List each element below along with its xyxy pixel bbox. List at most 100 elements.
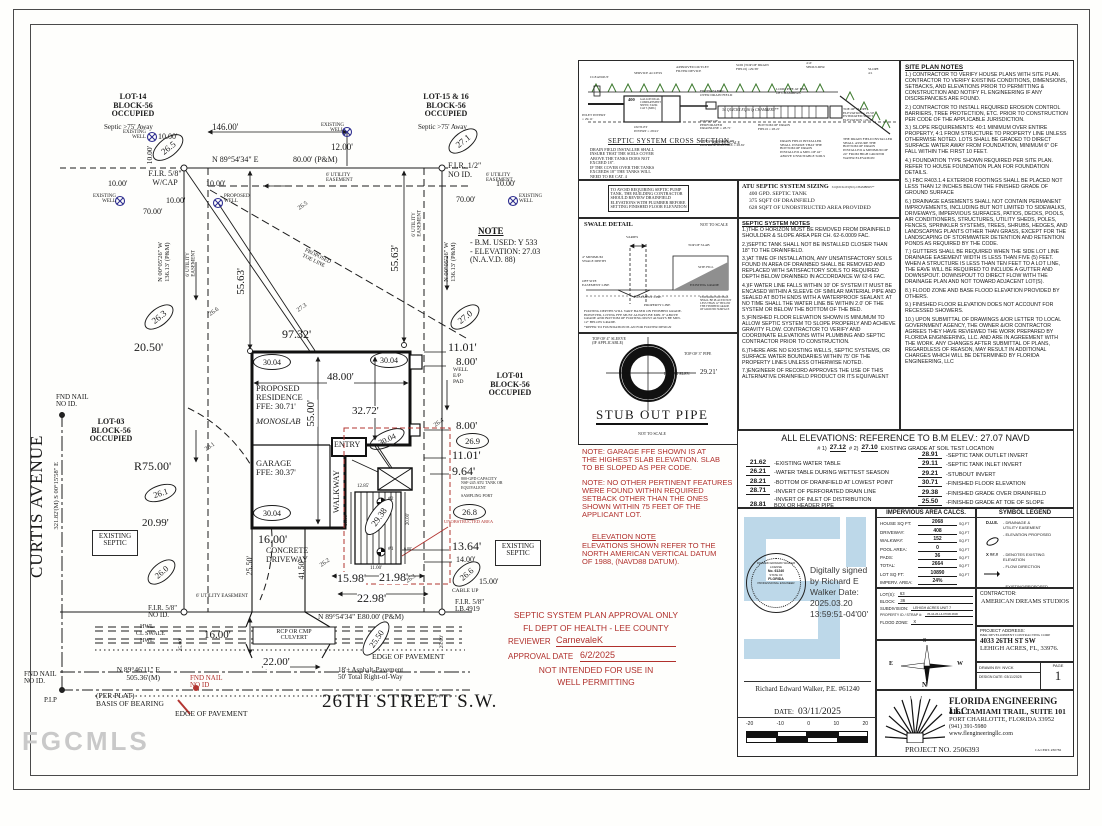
- calc-unit: SQ.FT: [959, 522, 970, 527]
- calc-value: 10890: [918, 570, 957, 577]
- cs-filter: APPROVED OUTLET FILTER DEVICE: [676, 65, 709, 73]
- easement-left-rot: 6' UTILITY EASEMENT: [186, 250, 197, 277]
- site-plan-linework: [59, 126, 519, 715]
- elev-desc: -WATER TABLE DURING WETTEST SEASON: [774, 470, 889, 476]
- stub-nts: NOT TO SCALE: [638, 431, 667, 436]
- elev-desc: -BOTTOM OF DRAINFIELD AT LOWEST POINT: [774, 479, 894, 486]
- unobstructed-area-outline: [343, 427, 451, 585]
- stub-out-drawing: [606, 337, 696, 411]
- scale-tick: 0: [807, 721, 811, 727]
- digital-signature-text: Digitally signed by Richard E Walker Dat…: [810, 565, 869, 620]
- firm-addr2: PORT CHARLOTTE, FLORIDA 33952: [949, 716, 1055, 723]
- cable-up: CABLE UP: [452, 588, 479, 594]
- bearing-west-left: N 00°05'26" W 136.13' (P&M): [157, 242, 171, 282]
- cs-look-pipe: LOOK PIPE AT END OF CHAMBERS: [776, 87, 807, 95]
- lot1516-label: LOT-15 & 16 BLOCK-56 OCCUPIED: [423, 92, 469, 119]
- elev-value: 25.50: [918, 498, 942, 506]
- dim-1600-dw: 16.00': [258, 532, 288, 546]
- dim-5563-right: 55.63': [389, 245, 401, 272]
- elevations-title: ALL ELEVATIONS: REFERENCE TO B.M ELEV.: …: [781, 433, 1030, 443]
- stub-sleeve-label: TOP OF 4" SLEEVE (IF APPLICABLE): [592, 336, 626, 346]
- culvert-label: RCP OR CMP CULVERT: [276, 629, 312, 642]
- swale-easement-line: EASEMENT LINE: [634, 295, 662, 299]
- dim-70-r: 70.00': [456, 195, 476, 204]
- site-plan-note: 8.) FLOOD ZONE AND BASE FLOOD ELEVATION …: [905, 287, 1060, 300]
- elev-oval: 30.04: [370, 352, 408, 368]
- approval-line1: SEPTIC SYSTEM PLAN APPROVAL ONLY: [513, 610, 679, 620]
- septic-note: 4.)IF WATER LINE FALLS WITHIN 10' OF SYS…: [742, 282, 896, 313]
- septic-note: 1.)THE O HORIZON MUST BE REMOVED FROM DR…: [742, 227, 891, 239]
- elev-value: 28.21: [746, 478, 770, 486]
- swale-property-line: PROPERTY LINE: [644, 303, 671, 307]
- calc-unit: SQ.FT: [959, 555, 970, 560]
- legend-flow: - FLOW DIRECTION: [1003, 564, 1041, 569]
- dim-2200: 22.00': [263, 656, 290, 669]
- soil1-label: # 1): [817, 446, 827, 452]
- existing-elev-symbol: X ##.#: [985, 552, 999, 557]
- signature-panel: RICHARD EDWARD WALKER LICENSE No. 61240 …: [737, 508, 877, 757]
- dim-2550-rot: 25.50': [245, 556, 254, 576]
- swale-note: FOOTING DEPTHS WILL VARY BASED ON FINISH…: [584, 309, 682, 325]
- fir-lb: F.I.R. 5/8" LB.4919: [455, 598, 485, 614]
- bm-note-title: NOTE: [478, 226, 504, 236]
- dim-2298: 22.98': [357, 591, 387, 605]
- project-address-label: PROJECT ADDRESS:: [980, 628, 1025, 633]
- compass-n: N: [922, 681, 928, 689]
- dim-70-l: 70.00': [143, 207, 163, 216]
- atu-tank-label: 800-GPD CAPACITY NSF-245 ATU TANK OR EQU…: [461, 476, 503, 490]
- flood-zone-label: FLOOD ZONE:: [880, 619, 909, 625]
- atu-row: 375 SQFT OF DRAINFIELD: [749, 198, 815, 204]
- firm-name: FLORIDA ENGINEERING LLC: [949, 696, 1058, 716]
- elev-desc: -SEPTIC TANK INLET INVERT: [946, 462, 1022, 468]
- bearing-west-right: N 00°05'26" W 136.13' (P&M): [443, 242, 457, 282]
- site-plan-note: 1.) CONTRACTOR TO VERIFY HOUSE PLANS WIT…: [905, 72, 1067, 102]
- elevation-note-body: ELEVATIONS SHOWN REFER TO THE NORTH AMER…: [582, 541, 717, 567]
- fnd-nail-2: FND NAIL NO ID.: [24, 670, 57, 686]
- easement-top-1: 6' UTILITY EASEMENT: [326, 173, 353, 184]
- scale-tick: 20: [862, 721, 868, 727]
- cs-dbox: INVERT OF INLET OF DISTRIBUTION BOX = 28…: [700, 139, 745, 147]
- well-ep-pad-label: WELL E/P PAD: [453, 367, 469, 385]
- legend-due: - DRAINAGE & UTILITY EASEMENT: [1003, 520, 1041, 530]
- cs-fabric: FILTER FABRIC OVER DRAIN FIELD: [700, 89, 733, 97]
- septic-note: 2.)SEPTIC TANK SHALL NOT BE INSTALLED CL…: [742, 241, 888, 254]
- dim-964: 9.64': [452, 464, 476, 478]
- existing-well-l1: EXISTING WELL: [122, 130, 146, 141]
- approval-line4: WELL PERMITTING: [557, 677, 635, 687]
- calc-value: 36: [918, 553, 957, 560]
- easement-right-rot: 6' UTILITY EASEMENT: [412, 210, 423, 237]
- block-value: 36: [898, 598, 973, 605]
- scale-bar: [746, 731, 868, 743]
- soil2-label: # 2): [849, 446, 859, 452]
- lot-value: 63: [897, 591, 973, 597]
- dim-4800: 48.00': [327, 371, 354, 384]
- elev-value: 21.62: [746, 459, 770, 467]
- site-plan-notes-title: SITE PLAN NOTES: [905, 64, 964, 71]
- calc-unit: SQ.FT: [959, 564, 970, 569]
- calc-label: DRIVEWAY:: [880, 529, 905, 535]
- cs-toe: TOE OF SLOPE ELEVATION = 25.50' ESTIMATE…: [843, 107, 875, 123]
- page-number: 1: [1054, 668, 1062, 683]
- swale-site-fill: SITE FILL: [698, 265, 714, 269]
- legend-title: SYMBOL LEGEND: [977, 510, 1073, 518]
- sampling-port-label: SAMPLING PORT: [461, 493, 493, 498]
- legend-x: - DENOTES EXISTING ELEVATION: [1003, 552, 1045, 562]
- basis-bearing: N 89°46'11" E 505.36'(M): [116, 665, 160, 683]
- approval-reviewer-label: REVIEWER: [508, 637, 551, 646]
- corner-monuments: [59, 164, 446, 693]
- inner-border: [30, 24, 1078, 776]
- swale-existing-grade: EXISTING GRADE: [690, 283, 720, 287]
- entry-stoop: [331, 437, 367, 457]
- dim-1100: 11.00': [370, 566, 382, 571]
- calc-unit: SQ.FT: [959, 539, 970, 544]
- cs-service: SERVICE ACCESS: [634, 71, 663, 75]
- elevations-panel: ALL ELEVATIONS: REFERENCE TO B.M ELEV.: …: [737, 430, 1074, 509]
- cl-swale: CL SWALE: [136, 631, 165, 637]
- legend-oval: - ELEVATION PROPOSED: [1003, 532, 1052, 537]
- elev-value: 29.38: [918, 489, 942, 497]
- swale-top-slab: TOP OF SLAB: [688, 243, 710, 247]
- block-label: BLOCK:: [880, 599, 896, 605]
- outer-border: [13, 9, 1090, 790]
- hwl-top: HWL: [140, 624, 154, 630]
